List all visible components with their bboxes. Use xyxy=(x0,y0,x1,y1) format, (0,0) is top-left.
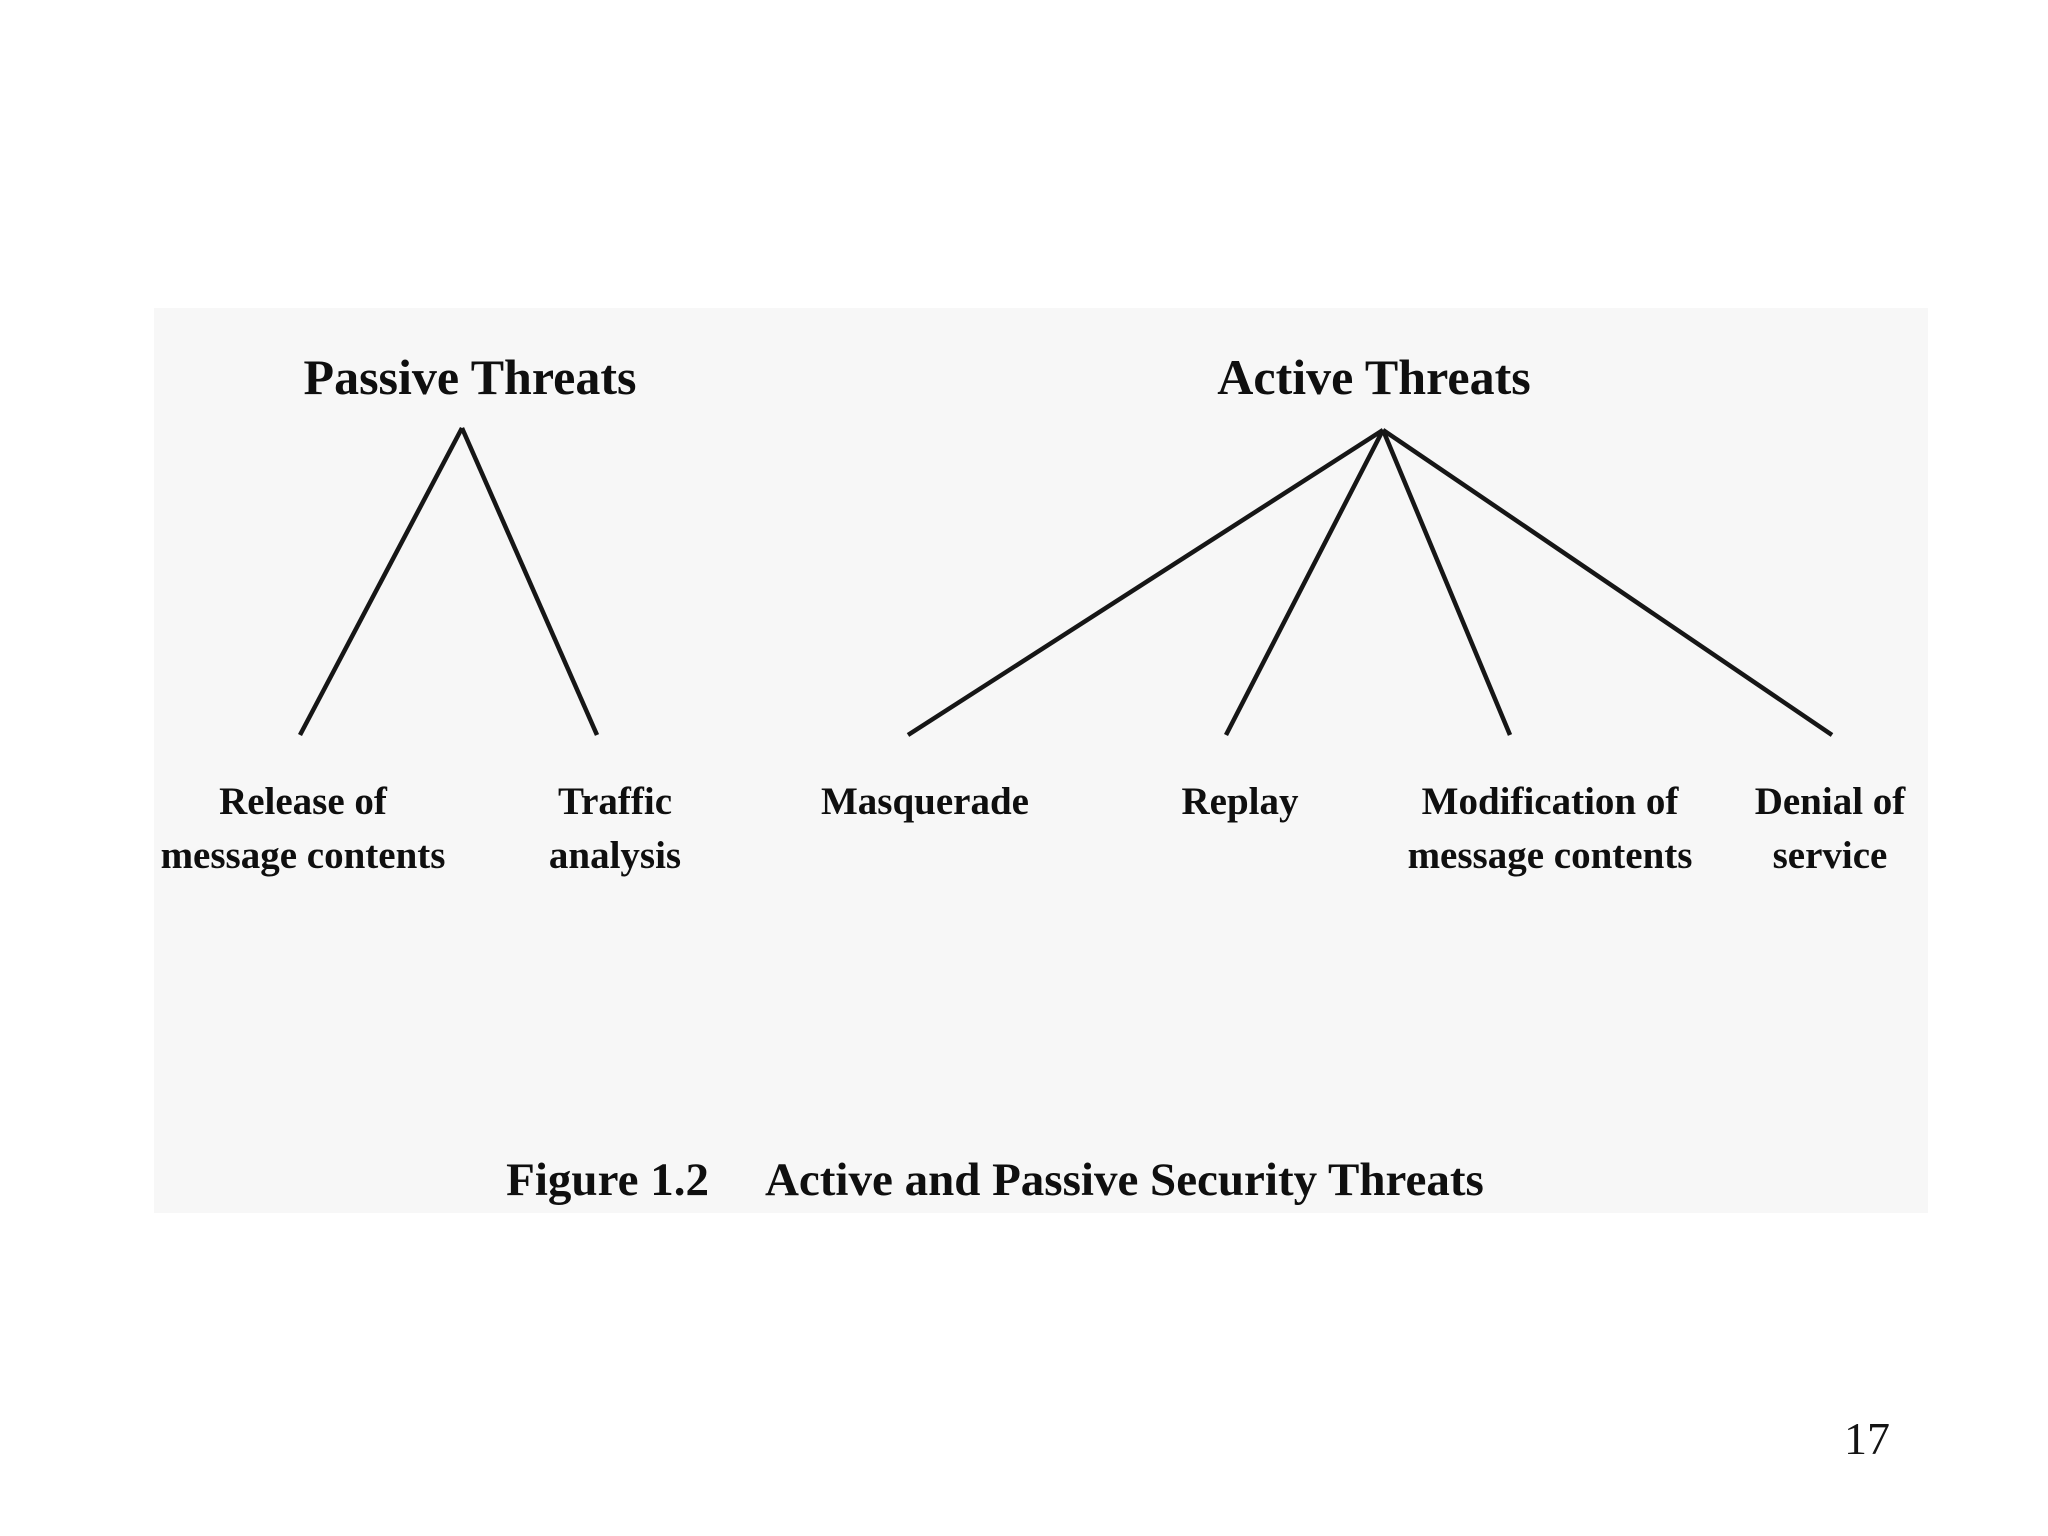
node-label-release-of-message-contents: Release of message contents xyxy=(161,775,446,883)
node-label-line: message contents xyxy=(160,834,446,877)
figure-number-label: Figure 1.2 xyxy=(506,1154,709,1206)
node-label-line: Traffic xyxy=(557,780,673,823)
branch-line-modification-of xyxy=(1380,429,1513,736)
tree-title-active-threats: Active Threats xyxy=(1217,349,1531,405)
node-label-line: Masquerade xyxy=(821,780,1029,823)
tree-title-passive-threats: Passive Threats xyxy=(303,349,637,405)
node-label-line: service xyxy=(1772,834,1888,877)
branch-line-masquerade xyxy=(906,428,1385,737)
node-label-line: message contents xyxy=(1407,834,1693,877)
node-label-denial-of-service: Denial of service xyxy=(1755,775,1906,883)
node-label-masquerade: Masquerade xyxy=(821,775,1029,829)
node-label-replay: Replay xyxy=(1182,775,1299,829)
branch-line-denial-of xyxy=(1381,428,1834,737)
node-label-modification-of-message-contents: Modification of message contents xyxy=(1408,775,1693,883)
figure-panel xyxy=(154,308,1928,1213)
branch-line-traffic xyxy=(459,427,600,736)
figure-caption: Figure 1.2 Active and Passive Security Th… xyxy=(506,1153,1484,1207)
node-label-traffic-analysis: Traffic analysis xyxy=(549,775,681,883)
branch-line-release-of xyxy=(298,426,464,737)
node-label-line: Modification of xyxy=(1421,780,1679,823)
figure-caption-title: Active and Passive Security Threats xyxy=(764,1154,1484,1206)
node-label-line: Release of xyxy=(219,780,387,823)
node-label-line: analysis xyxy=(548,834,682,877)
page-number: 17 xyxy=(1844,1413,1890,1464)
node-label-line: Denial of xyxy=(1754,780,1906,823)
branch-line-replay xyxy=(1223,428,1386,737)
node-label-line: Replay xyxy=(1181,780,1299,823)
